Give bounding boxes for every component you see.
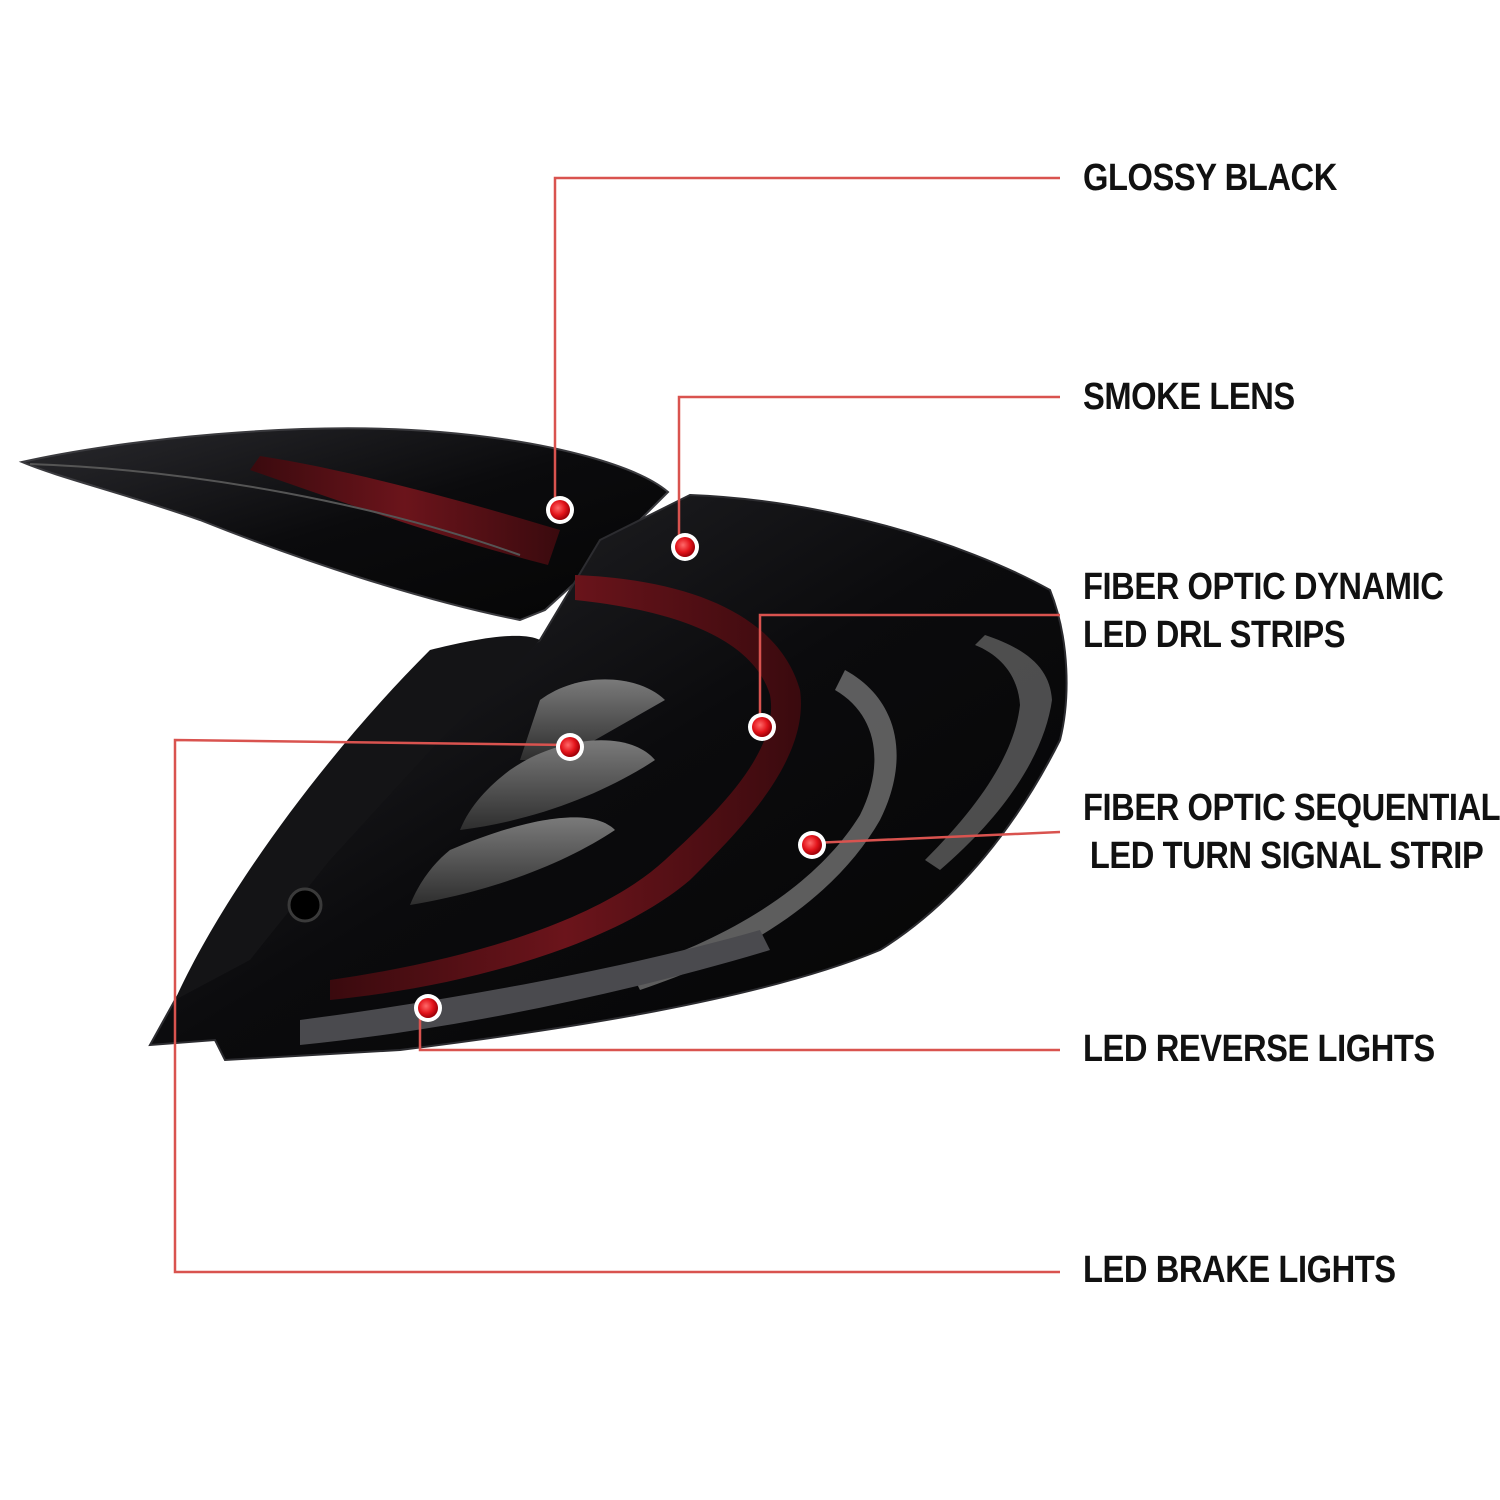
leader-line-glossy-black (553, 176, 1060, 510)
label-drl-line-2: LED DRL STRIPS (1083, 614, 1346, 656)
label-smoke-lens: SMOKE LENS (1083, 373, 1295, 421)
label-turn-signal: FIBER OPTIC SEQUENTIAL LED TURN SIGNAL S… (1083, 784, 1500, 880)
leader-line-brake (173, 738, 1060, 1274)
marker-glossy-black (546, 496, 574, 524)
outer-lamp-body (148, 493, 1068, 1062)
leader-line-reverse (418, 1008, 1060, 1052)
label-drl-line-1: FIBER OPTIC DYNAMIC (1083, 566, 1444, 608)
marker-reverse (414, 994, 442, 1022)
label-smoke-lens-line-1: SMOKE LENS (1083, 376, 1295, 418)
label-turn-signal-line-1: FIBER OPTIC SEQUENTIAL (1083, 787, 1500, 829)
label-glossy-black: GLOSSY BLACK (1083, 154, 1337, 202)
marker-drl (748, 713, 776, 741)
label-turn-signal-line-2: LED TURN SIGNAL STRIP (1089, 835, 1484, 877)
label-glossy-black-line-1: GLOSSY BLACK (1083, 157, 1337, 199)
label-reverse-line-1: LED REVERSE LIGHTS (1083, 1028, 1435, 1070)
leader-line-turn-signal (811, 830, 1061, 845)
label-brake-line-1: LED BRAKE LIGHTS (1083, 1249, 1396, 1291)
inner-lamp-section (18, 427, 670, 622)
label-reverse: LED REVERSE LIGHTS (1083, 1025, 1435, 1073)
marker-smoke-lens (671, 533, 699, 561)
marker-brake (556, 733, 584, 761)
leader-line-smoke-lens (677, 395, 1060, 547)
leader-lines (173, 176, 1061, 1274)
label-brake: LED BRAKE LIGHTS (1083, 1246, 1396, 1294)
callout-markers (414, 496, 826, 1022)
label-drl: FIBER OPTIC DYNAMIC LED DRL STRIPS (1083, 563, 1444, 659)
leader-line-drl (758, 613, 1060, 725)
marker-turn-signal (798, 831, 826, 859)
